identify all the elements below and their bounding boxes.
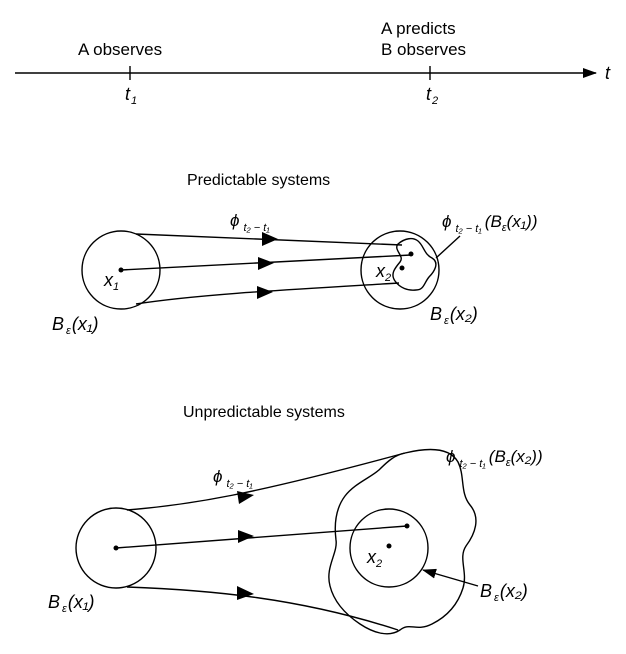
point-x1-u	[113, 545, 119, 551]
arrow-bottom-u	[237, 586, 254, 600]
ball-x1	[81, 230, 161, 310]
arrow-bottom	[257, 286, 273, 299]
point-x2-u	[386, 543, 392, 549]
point-x2	[399, 265, 405, 271]
point-image-u	[404, 523, 410, 529]
event1-label: A observes	[78, 40, 162, 59]
ball-x1-unpredictable	[75, 507, 157, 589]
arrow-top	[262, 232, 278, 246]
ball-x2	[360, 230, 440, 310]
time-axis-label: t	[605, 63, 611, 83]
timeline: t A observes t1 A predicts B observes t2	[15, 19, 611, 107]
x1-label: x1	[103, 270, 119, 293]
arrow-middle-u	[238, 530, 254, 543]
x2-label: x2	[375, 261, 391, 284]
t2-label: t2	[426, 84, 438, 107]
x2-label-u: x2	[366, 547, 382, 570]
event2-line1: A predicts	[381, 19, 456, 38]
trajectory-top-u	[126, 452, 406, 511]
ball-x2-unpredictable	[349, 508, 429, 588]
trajectory-bottom	[135, 282, 400, 305]
predictable-title: Predictable systems	[187, 172, 330, 189]
t1-label: t1	[125, 84, 137, 107]
ball2-leader	[422, 568, 479, 587]
point-x1	[118, 267, 124, 273]
event2-line2: B observes	[381, 40, 466, 59]
arrow-middle	[258, 257, 274, 270]
point-image	[408, 251, 414, 257]
image-blob	[392, 237, 437, 291]
trajectory-bottom-u	[126, 586, 399, 631]
unpredictable-title: Unpredictable systems	[183, 404, 345, 421]
image-leader	[435, 235, 461, 259]
image-blob-large	[328, 448, 477, 635]
trajectory-middle-u	[115, 525, 408, 549]
arrow-top-u	[237, 491, 254, 504]
